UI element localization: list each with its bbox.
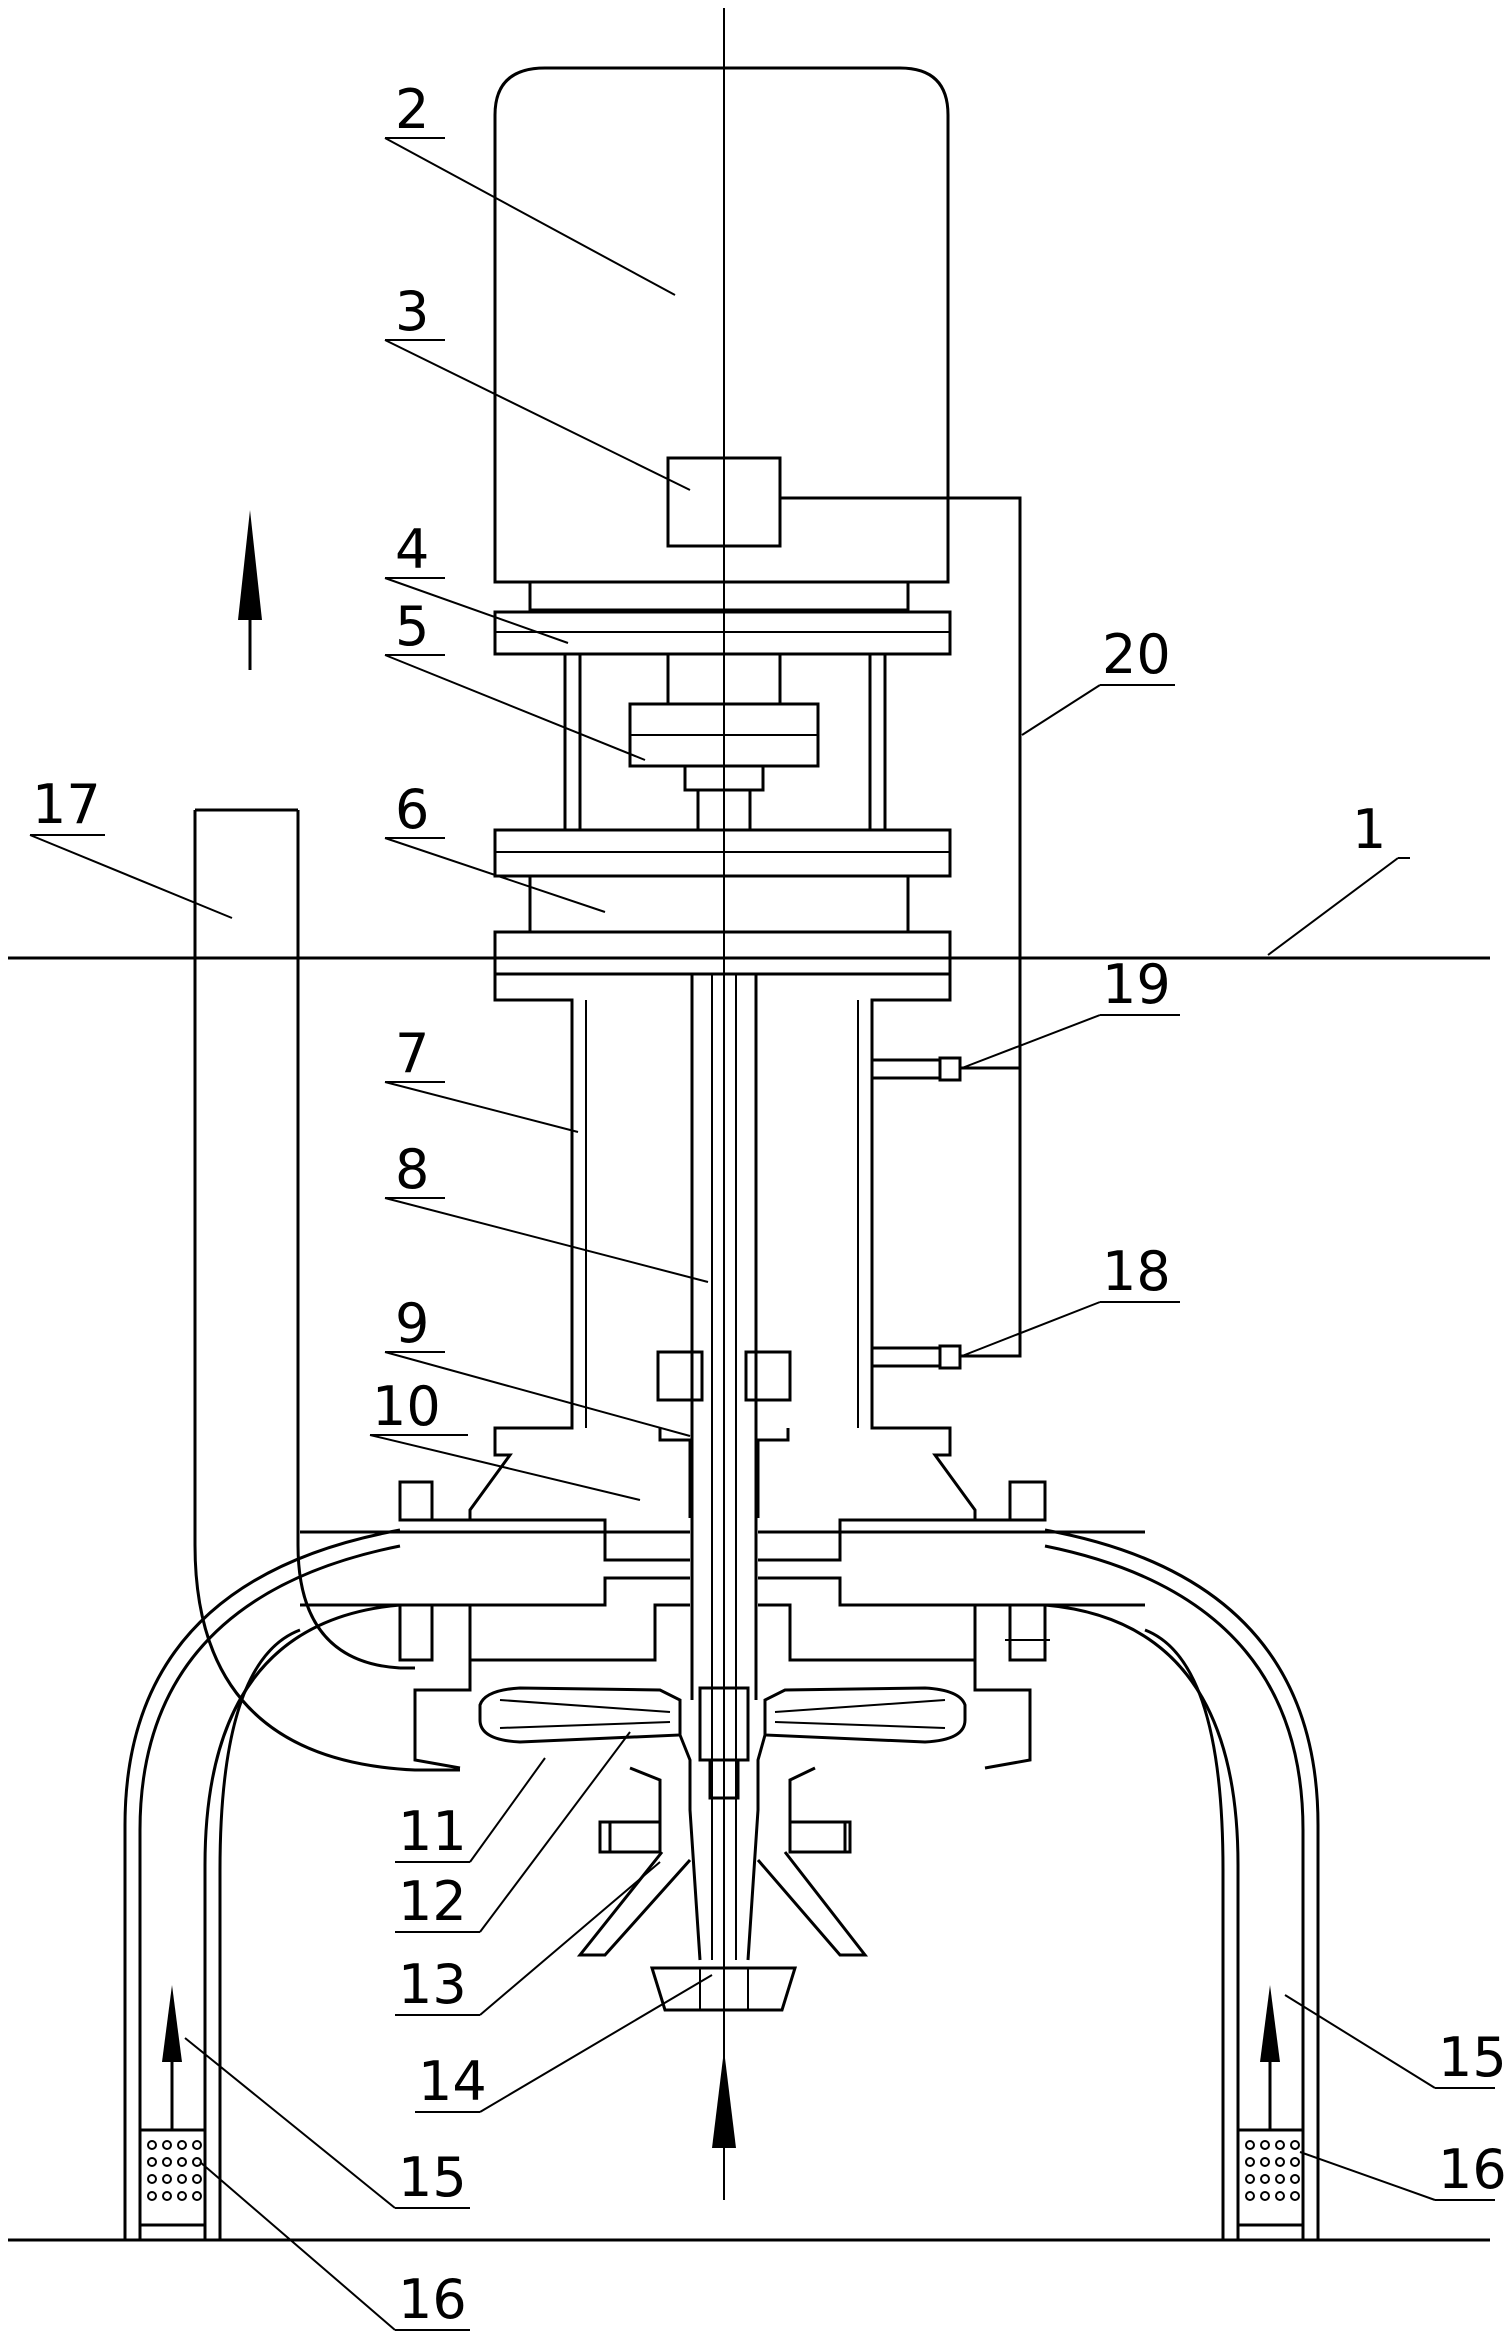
label-15a: 15	[398, 2146, 467, 2209]
label-9: 9	[395, 1292, 429, 1355]
label-20: 20	[1102, 623, 1171, 686]
return-pipe-left-outer	[123, 1528, 401, 2240]
label-group-2: 2	[384, 78, 676, 296]
filter-left	[138, 2128, 207, 2227]
label-group-12: 12	[395, 1731, 631, 1933]
pump-casing-left	[398, 1428, 690, 1534]
label-group-15a: 15	[184, 2037, 470, 2209]
label-1: 1	[1352, 798, 1386, 861]
controller-box	[666, 456, 782, 548]
signal-cable	[780, 496, 1022, 1358]
label-group-15b: 15	[1284, 1994, 1507, 2089]
filter-holes-right	[1245, 2140, 1300, 2201]
discharge-pipe-inner	[296, 810, 401, 1670]
label-group-18: 18	[961, 1240, 1180, 1357]
mounting-plate	[493, 930, 952, 976]
label-group-8: 8	[384, 1138, 709, 1283]
label-group-16a: 16	[199, 2161, 470, 2331]
bearing-housing	[528, 874, 910, 934]
flow-arrow-inlet-icon	[712, 2050, 736, 2148]
return-pipe-right-outer	[1044, 1528, 1320, 2240]
label-group-19: 19	[961, 953, 1180, 1069]
label-group-4: 4	[384, 518, 569, 644]
label-7: 7	[395, 1022, 429, 1085]
label-group-5: 5	[384, 595, 646, 761]
filter-holes-left	[147, 2140, 202, 2201]
label-group-13: 13	[395, 1861, 661, 2016]
column-left	[493, 974, 574, 1455]
motor-housing	[493, 66, 950, 584]
lower-casing-left	[398, 1603, 690, 1770]
label-19: 19	[1102, 953, 1171, 1016]
return-pipe-right-inner	[1044, 1603, 1240, 2240]
label-3: 3	[395, 280, 429, 343]
label-12: 12	[398, 1870, 467, 1933]
label-18: 18	[1102, 1240, 1171, 1303]
motor-base	[528, 580, 910, 612]
return-pipe-left-inner	[203, 1603, 401, 2240]
column-right	[870, 974, 952, 1455]
inlet-cone-left	[576, 1851, 692, 1957]
label-10: 10	[372, 1375, 441, 1438]
label-group-20: 20	[1021, 623, 1175, 736]
label-15b: 15	[1438, 2026, 1507, 2089]
flow-arrow-right-pipe-icon	[1260, 1985, 1280, 2130]
label-group-9: 9	[384, 1292, 691, 1437]
seal	[658, 1428, 790, 1518]
label-group-1: 1	[1267, 798, 1410, 956]
label-2: 2	[395, 78, 429, 141]
label-17-text: 17	[32, 773, 101, 836]
label-group-3: 3	[384, 280, 691, 491]
pump-casing-right	[758, 1428, 1047, 1534]
lower-casing-right	[758, 1603, 1047, 1770]
label-group-14: 14	[415, 1974, 713, 2113]
flow-arrow-up-icon	[238, 510, 262, 670]
label-group-10: 10	[369, 1375, 641, 1501]
impeller-left	[478, 1686, 682, 1744]
label-group-16b: 16	[1299, 2138, 1507, 2201]
label-11: 11	[398, 1800, 467, 1863]
label-16b: 16	[1438, 2138, 1507, 2201]
inlet-cone-right	[756, 1851, 869, 1957]
label-group-17: 16 17	[29, 773, 233, 919]
flow-arrow-left-pipe-icon	[162, 1985, 182, 2130]
label-16a: 16	[398, 2268, 467, 2331]
impeller-right	[763, 1686, 967, 1744]
label-group-6: 6	[384, 778, 606, 913]
label-8: 8	[395, 1138, 429, 1201]
label-14: 14	[418, 2050, 487, 2113]
label-13: 13	[398, 1953, 467, 2016]
discharge-pipe-outer	[193, 810, 460, 1772]
sensor-19	[870, 1058, 942, 1080]
label-group-7: 7	[384, 1022, 579, 1133]
label-group-11: 11	[395, 1757, 546, 1863]
sensor-18	[870, 1346, 942, 1368]
label-6: 6	[395, 778, 429, 841]
label-5: 5	[395, 595, 429, 658]
filter-right	[1236, 2128, 1305, 2227]
label-4: 4	[395, 518, 429, 581]
